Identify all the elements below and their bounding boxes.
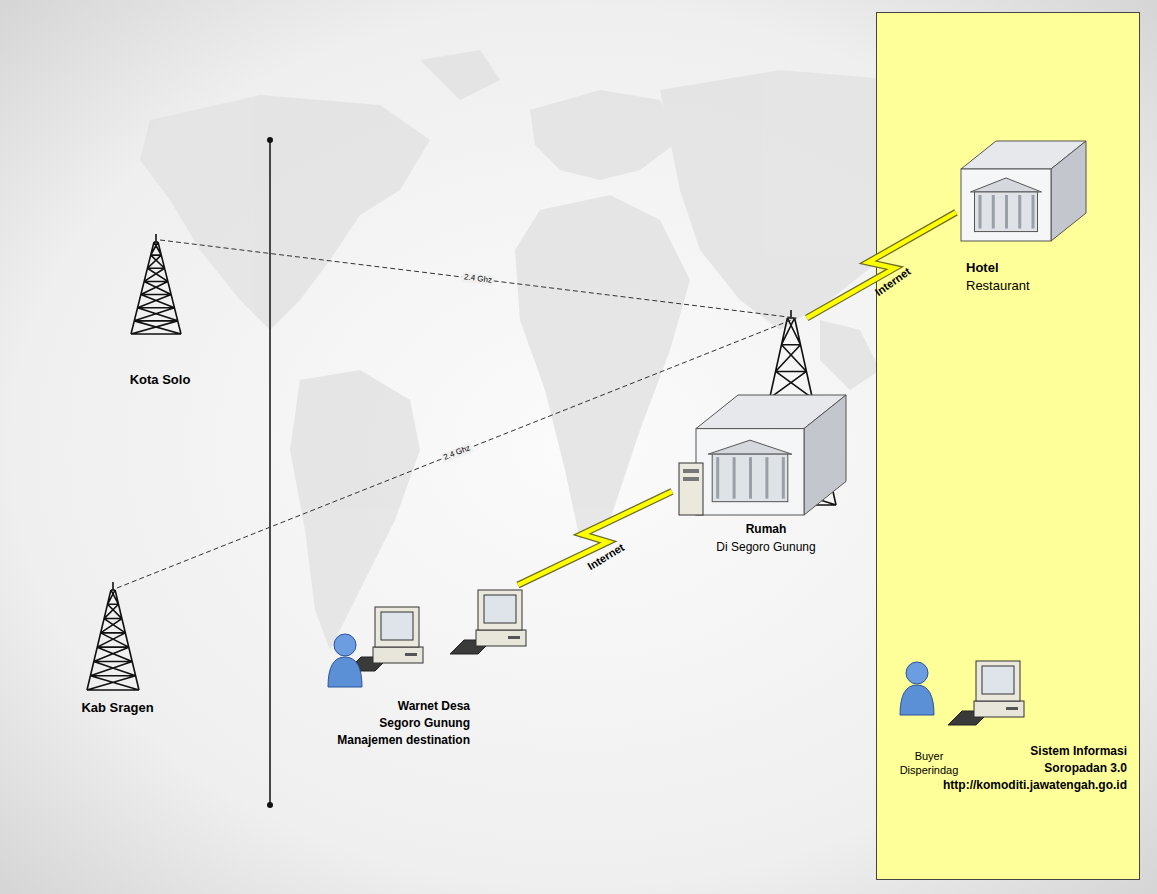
tower-symbol xyxy=(87,582,139,690)
user-symbol xyxy=(328,634,362,687)
node-label: Di Segoro Gunung xyxy=(672,538,860,556)
dashed-line xyxy=(160,240,796,318)
tower-node: Kota Solo xyxy=(101,240,219,392)
internet-link xyxy=(518,491,672,585)
lightning-bolt xyxy=(807,212,956,318)
building-symbol xyxy=(961,141,1086,241)
divider-line xyxy=(267,137,273,808)
node-label: Restaurant xyxy=(966,277,1030,295)
node-label: Buyer xyxy=(890,749,968,763)
computer-symbol xyxy=(948,661,1024,725)
server-symbol xyxy=(679,463,703,515)
link-label: 2.4 Ghz xyxy=(440,442,473,463)
text-block: Kab Sragen xyxy=(56,700,179,716)
node-label: Manajemen destination xyxy=(337,732,470,749)
dashed-line xyxy=(117,318,796,588)
node-label: Kab Sragen xyxy=(56,700,179,716)
lightning-outline xyxy=(807,212,956,318)
buyer-node: BuyerDisperindag xyxy=(890,661,968,781)
link-label: Internet xyxy=(873,265,913,299)
link-label: Internet xyxy=(586,541,627,573)
workstation-node: Warnet DesaSegoro GunungManajemen destin… xyxy=(315,585,525,765)
node-label: Segoro Gunung xyxy=(337,715,470,732)
node-label: Warnet Desa xyxy=(337,698,470,715)
info-system-panel: Sistem InformasiSoropadan 3.0http://komo… xyxy=(876,12,1140,880)
lightning-bolt xyxy=(518,491,672,585)
building-symbol xyxy=(696,395,846,515)
world-map xyxy=(140,50,1000,650)
computer-symbol xyxy=(347,607,423,671)
computer-symbol xyxy=(450,590,526,654)
radio-link xyxy=(160,240,796,318)
radio-link xyxy=(117,318,796,588)
node-label: Hotel xyxy=(966,259,1030,277)
internet-link xyxy=(807,212,956,318)
text-block: Kota Solo xyxy=(101,372,219,388)
node-label: Sistem Informasi xyxy=(943,743,1127,760)
hotel-node: HotelRestaurant xyxy=(956,136,1091,299)
tower-symbol xyxy=(131,234,181,334)
node-label: http://komoditi.jawatengah.go.id xyxy=(943,777,1127,794)
link-label: 2.4 Ghz xyxy=(462,272,495,286)
text-block: RumahDi Segoro Gunung xyxy=(672,520,860,556)
user-symbol xyxy=(900,662,934,715)
node-label: Rumah xyxy=(672,520,860,538)
text-block: BuyerDisperindag xyxy=(890,749,968,777)
node-label: Soropadan 3.0 xyxy=(943,760,1127,777)
icon xyxy=(101,240,211,390)
tower-node: Kab Sragen xyxy=(56,588,179,720)
text-block: HotelRestaurant xyxy=(966,259,1030,295)
node-label: Disperindag xyxy=(890,763,968,777)
text-block: Sistem InformasiSoropadan 3.0http://komo… xyxy=(943,743,1127,794)
house-node: RumahDi Segoro Gunung xyxy=(672,318,860,560)
lightning-outline xyxy=(518,491,672,585)
text-block: Warnet DesaSegoro GunungManajemen destin… xyxy=(337,698,470,749)
node-label: Kota Solo xyxy=(101,372,219,388)
icon xyxy=(890,661,960,761)
